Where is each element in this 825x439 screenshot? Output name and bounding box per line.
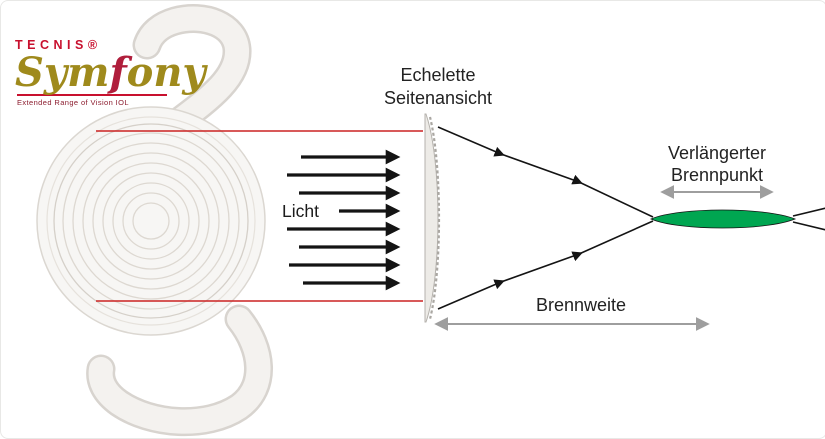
section-guide-lines xyxy=(96,130,423,302)
label-licht: Licht xyxy=(282,201,319,221)
ray-bottom xyxy=(437,220,654,310)
label-focus-line2: Brennpunkt xyxy=(671,165,763,185)
light-rays xyxy=(437,126,825,310)
label-focus-line1: Verlängerter xyxy=(668,143,766,163)
lens-haptic-top xyxy=(132,4,252,144)
brand-tecnis: TECNIS® xyxy=(15,38,102,52)
product-symfony: Symfony xyxy=(15,48,206,96)
iol-lens-illustration xyxy=(36,4,273,437)
extended-focus-region xyxy=(649,209,797,229)
light-arrows xyxy=(287,149,401,291)
ray-exit-top xyxy=(792,207,825,217)
ray-exit-bottom xyxy=(792,221,825,231)
label-brennweite: Brennweite xyxy=(536,295,626,315)
ray-top xyxy=(437,126,654,218)
lens-optic-rings xyxy=(53,123,249,319)
label-echelette-line1: Echelette xyxy=(400,65,475,85)
logo-red-rule xyxy=(17,93,167,96)
echelette-profile xyxy=(424,113,441,323)
tecnis-symfony-logo: TECNIS® Symfony Extended Range of Vision… xyxy=(15,39,215,107)
lens-body xyxy=(36,106,266,336)
logo-tagline: Extended Range of Vision IOL xyxy=(17,97,129,107)
lens-haptic-bottom xyxy=(86,304,273,437)
label-echelette-line2: Seitenansicht xyxy=(384,88,492,108)
